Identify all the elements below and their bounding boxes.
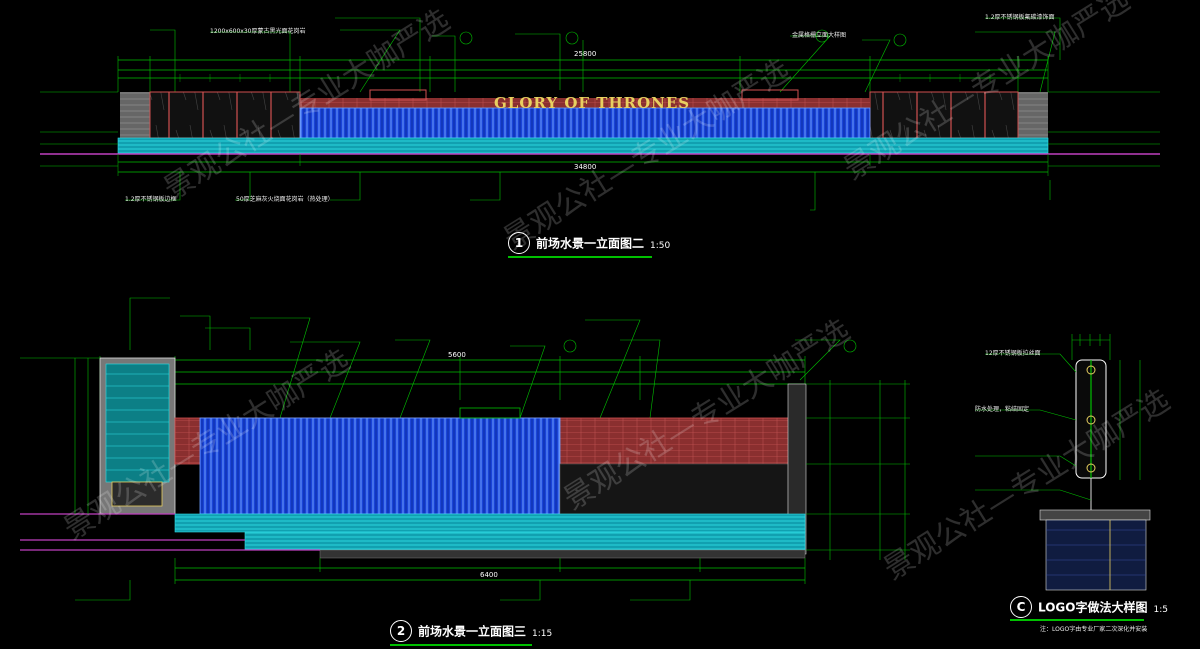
note-top-3: 金属格栅立面大样图	[792, 32, 847, 39]
drawing-number-badge: 1	[508, 232, 530, 254]
drawing-title-elev-two: 1 前场水景一立面图二 1:50	[508, 232, 670, 254]
dim-bottom-elev-three: 6400	[480, 571, 498, 579]
note-bot-1: 50厚芝麻灰火烧面花岗岩（热处理）	[236, 196, 334, 203]
dim-top-elev-three: 5600	[448, 351, 466, 359]
note-top-1: 1.2厚不锈钢板氟碳漆饰面	[985, 14, 1055, 21]
drawing-title-elev-three: 2 前场水景一立面图三 1:15	[390, 620, 552, 642]
elevation-two	[40, 17, 1160, 211]
title-underline	[390, 644, 532, 646]
title-underline	[508, 256, 652, 258]
logo-text: GLORY OF THRONES	[494, 94, 691, 112]
elevation-three	[20, 297, 910, 601]
detail-footnote: 注：LOGO字由专业厂家二次深化并安装	[1040, 626, 1148, 633]
note-top-2: 1200x600x30厚蒙古黑光面花岗岩	[210, 28, 306, 35]
drawing-scale: 1:5	[1153, 604, 1168, 615]
drawing-title: 前场水景一立面图三	[418, 624, 527, 639]
drawing-scale: 1:50	[650, 240, 671, 251]
drawing-number-badge: C	[1010, 596, 1032, 618]
dim-top-elev-two: 25800	[574, 50, 597, 58]
drawing-title: LOGO字做法大样图	[1038, 600, 1148, 615]
title-underline	[1010, 619, 1144, 621]
dim-bottom-elev-two: 34800	[574, 163, 597, 171]
note-ld-1: 12厚不锈钢板拉丝面	[985, 350, 1041, 357]
drawing-scale: 1:15	[532, 628, 553, 639]
drawing-title: 前场水景一立面图二	[536, 236, 645, 251]
drawing-title-logo-detail: C LOGO字做法大样图 1:5	[1010, 596, 1168, 618]
logo-detail	[975, 334, 1151, 591]
note-bot-2: 1.2厚不锈钢板边框	[125, 196, 177, 203]
note-ld-2: 防水处理，粘结固定	[975, 406, 1030, 413]
drawing-number-badge: 2	[390, 620, 412, 642]
